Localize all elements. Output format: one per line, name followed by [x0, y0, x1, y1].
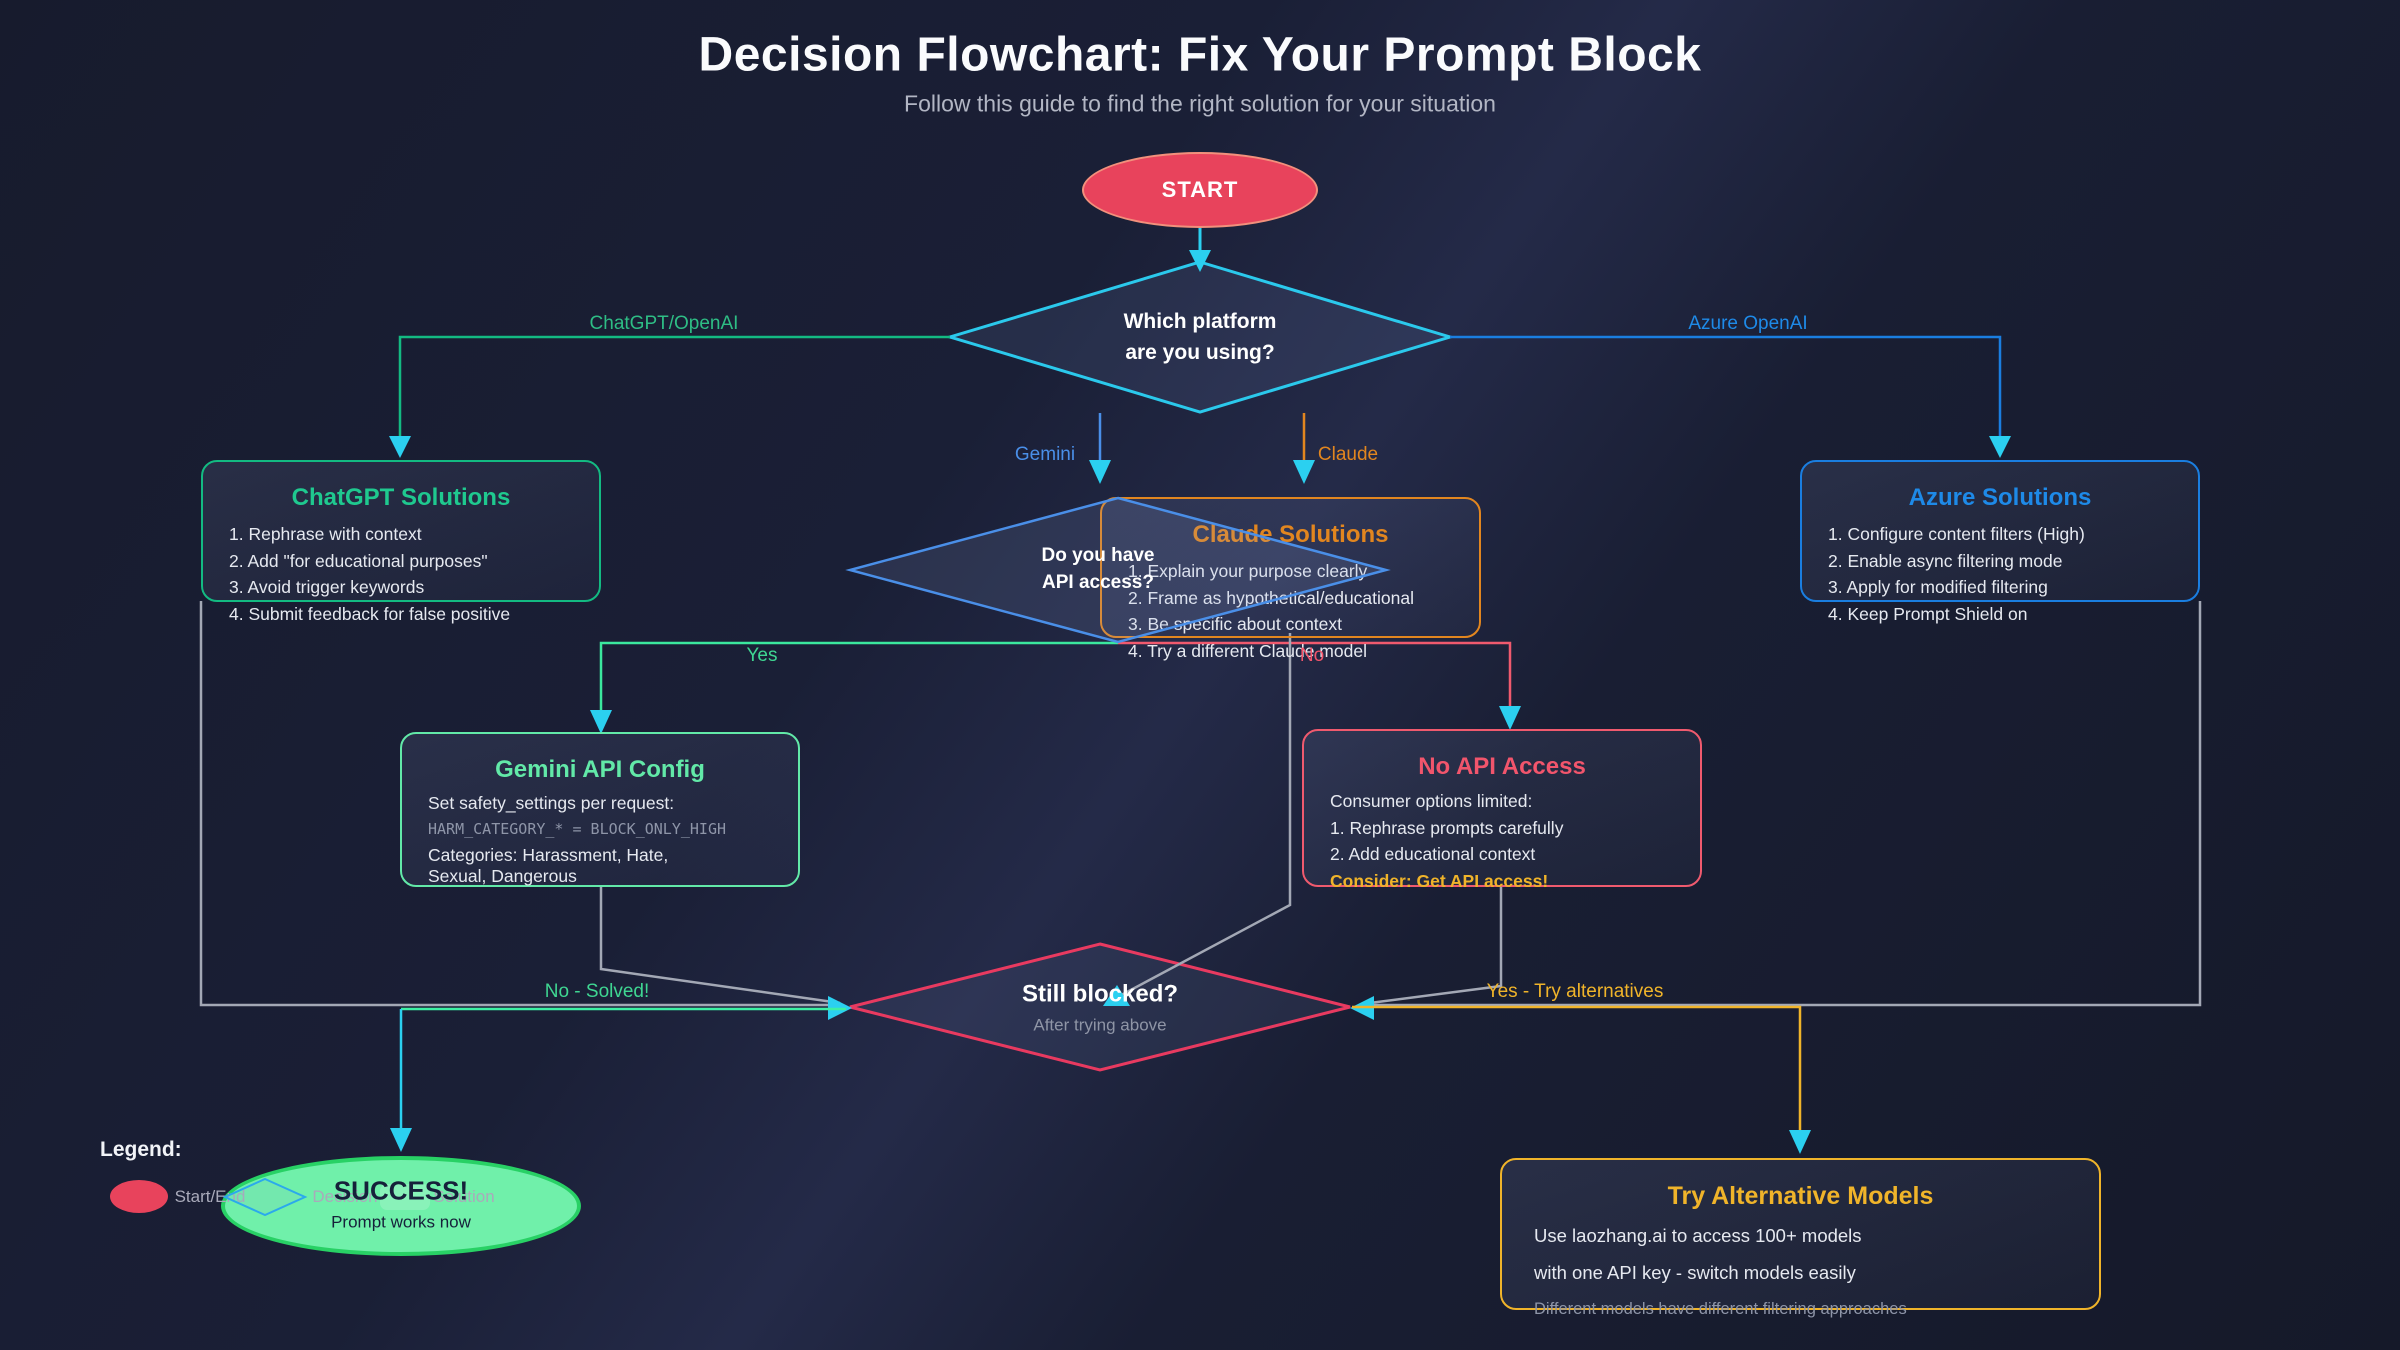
edge-azure-blocked — [1368, 601, 2202, 1007]
no-api-highlight: Consider: Get API access! — [1330, 870, 1549, 891]
claude-item-4: 4. Try a different Claude model — [1128, 640, 1367, 661]
chatgpt-item-4: 4. Submit feedback for false positive — [229, 603, 511, 624]
claude-solutions-box: Claude Solutions 1. Explain your purpose… — [1100, 497, 1481, 661]
no-api-item-1: 1. Rephrase prompts carefully — [1330, 817, 1564, 838]
edge-api-yes — [599, 641, 1118, 712]
edge-platform-azure — [1450, 335, 2002, 438]
platform-question-text: Which platform are you using? — [1124, 306, 1277, 368]
arrowhead-no — [1499, 706, 1521, 730]
claude-item-1: 1. Explain your purpose clearly — [1128, 561, 1368, 581]
edge-label-alternatives: Yes - Try alternatives — [1486, 981, 1664, 1002]
try-alternatives-line2: with one API key - switch models easily — [1534, 1261, 1856, 1283]
claude-item-2: 2. Frame as hypothetical/educational — [1128, 587, 1414, 608]
gemini-config-title: Gemini API Config — [495, 756, 705, 783]
edge-label-chatgpt: ChatGPT/OpenAI — [589, 313, 739, 334]
no-api-access-box: No API Access Consumer options limited: … — [1302, 729, 1702, 891]
start-node: START — [1082, 152, 1318, 228]
success-text: SUCCESS! Prompt works now — [331, 1176, 471, 1233]
page-subtitle: Follow this guide to find the right solu… — [904, 90, 1496, 117]
success-subtitle: Prompt works now — [331, 1212, 471, 1232]
edge-label-azure: Azure OpenAI — [1688, 313, 1808, 334]
try-alternatives-line1: Use laozhang.ai to access 100+ models — [1534, 1225, 1862, 1246]
platform-question-line1: Which platform — [1123, 310, 1277, 333]
arrowhead-gemini — [1089, 460, 1111, 484]
legend-start-end-swatch — [110, 1180, 168, 1213]
arrowhead-success — [390, 1128, 412, 1152]
no-api-item-2: 2. Add educational context — [1330, 844, 1536, 864]
azure-item-1: 1. Configure content filters (High) — [1828, 524, 2085, 544]
platform-question-line2: are you using? — [1125, 341, 1275, 364]
still-blocked-text: Still blocked? After trying above — [1022, 981, 1178, 1036]
chatgpt-item-1: 1. Rephrase with context — [229, 524, 422, 544]
platform-decision-diamond — [944, 260, 1456, 414]
azure-item-3: 3. Apply for modified filtering — [1828, 577, 2048, 597]
still-blocked-diamond — [849, 942, 1351, 1072]
gemini-config-box: Gemini API Config Set safety_settings pe… — [400, 732, 800, 887]
edge-label-claude: Claude — [1317, 444, 1379, 465]
chatgpt-solutions-box: ChatGPT Solutions 1. Rephrase with conte… — [201, 460, 601, 624]
gemini-config-code: HARM_CATEGORY_* = BLOCK_ONLY_HIGH — [428, 820, 727, 838]
azure-solutions-title: Azure Solutions — [1908, 484, 2092, 511]
legend-solution-label: Solution — [433, 1187, 495, 1206]
edge-label-gemini: Gemini — [1014, 444, 1076, 465]
edge-noapi-blocked — [1361, 886, 1503, 1006]
chatgpt-item-3: 3. Avoid trigger keywords — [229, 577, 425, 597]
edge-blocked-alternatives — [1352, 1005, 1802, 1132]
chatgpt-item-2: 2. Add "for educational purposes" — [229, 550, 488, 571]
try-alternatives-title: Try Alternative Models — [1667, 1182, 1934, 1210]
legend-decision-label: Decision — [312, 1187, 378, 1206]
gemini-config-line1: Set safety_settings per request: — [428, 793, 675, 813]
arrowhead-alternatives — [1789, 1130, 1811, 1154]
azure-solutions-box: Azure Solutions 1. Configure content fil… — [1800, 460, 2200, 624]
api-question-line1: Do you have — [1041, 545, 1155, 566]
api-question-line2: API access? — [1042, 572, 1154, 593]
arrowhead-yes — [590, 710, 612, 734]
edge-label-solved: No - Solved! — [544, 981, 650, 1002]
no-api-line1: Consumer options limited: — [1330, 791, 1533, 811]
no-api-title: No API Access — [1418, 753, 1586, 780]
legend-start-end-label: Start/End — [174, 1187, 246, 1206]
azure-item-2: 2. Enable async filtering mode — [1828, 550, 2063, 571]
still-blocked-subtitle: After trying above — [1033, 1015, 1167, 1035]
arrowhead-chatgpt — [389, 436, 411, 458]
edge-label-yes: Yes — [746, 645, 778, 666]
claude-solutions-title: Claude Solutions — [1192, 521, 1389, 548]
legend-title: Legend: — [100, 1138, 182, 1161]
still-blocked-title: Still blocked? — [1021, 980, 1179, 1008]
edge-platform-chatgpt — [398, 335, 950, 438]
arrowhead-start — [1189, 250, 1211, 272]
claude-item-3: 3. Be specific about context — [1128, 614, 1343, 634]
edge-chatgpt-blocked — [199, 601, 832, 1007]
api-question-text: Do you have API access? — [1042, 542, 1155, 596]
edge-claude-blocked — [1111, 633, 1292, 1002]
try-alternatives-box: Try Alternative Models Use laozhang.ai t… — [1500, 1158, 2101, 1318]
arrowhead-azure — [1989, 436, 2011, 458]
arrowhead-blocked-center — [1103, 985, 1130, 1006]
try-alternatives-line3: Different models have different filterin… — [1534, 1300, 1907, 1318]
edge-label-no: No — [1299, 645, 1325, 666]
page-title: Decision Flowchart: Fix Your Prompt Bloc… — [698, 28, 1702, 82]
edge-gemini-blocked — [599, 886, 841, 1005]
gemini-config-line3: Sexual, Dangerous — [428, 866, 577, 886]
gemini-config-line2: Categories: Harassment, Hate, — [428, 845, 669, 865]
arrowhead-claude — [1293, 460, 1315, 484]
chatgpt-solutions-title: ChatGPT Solutions — [291, 484, 511, 511]
success-title: SUCCESS! — [333, 1175, 469, 1206]
azure-item-4: 4. Keep Prompt Shield on — [1828, 603, 2028, 624]
start-node-label: START — [1161, 177, 1239, 202]
